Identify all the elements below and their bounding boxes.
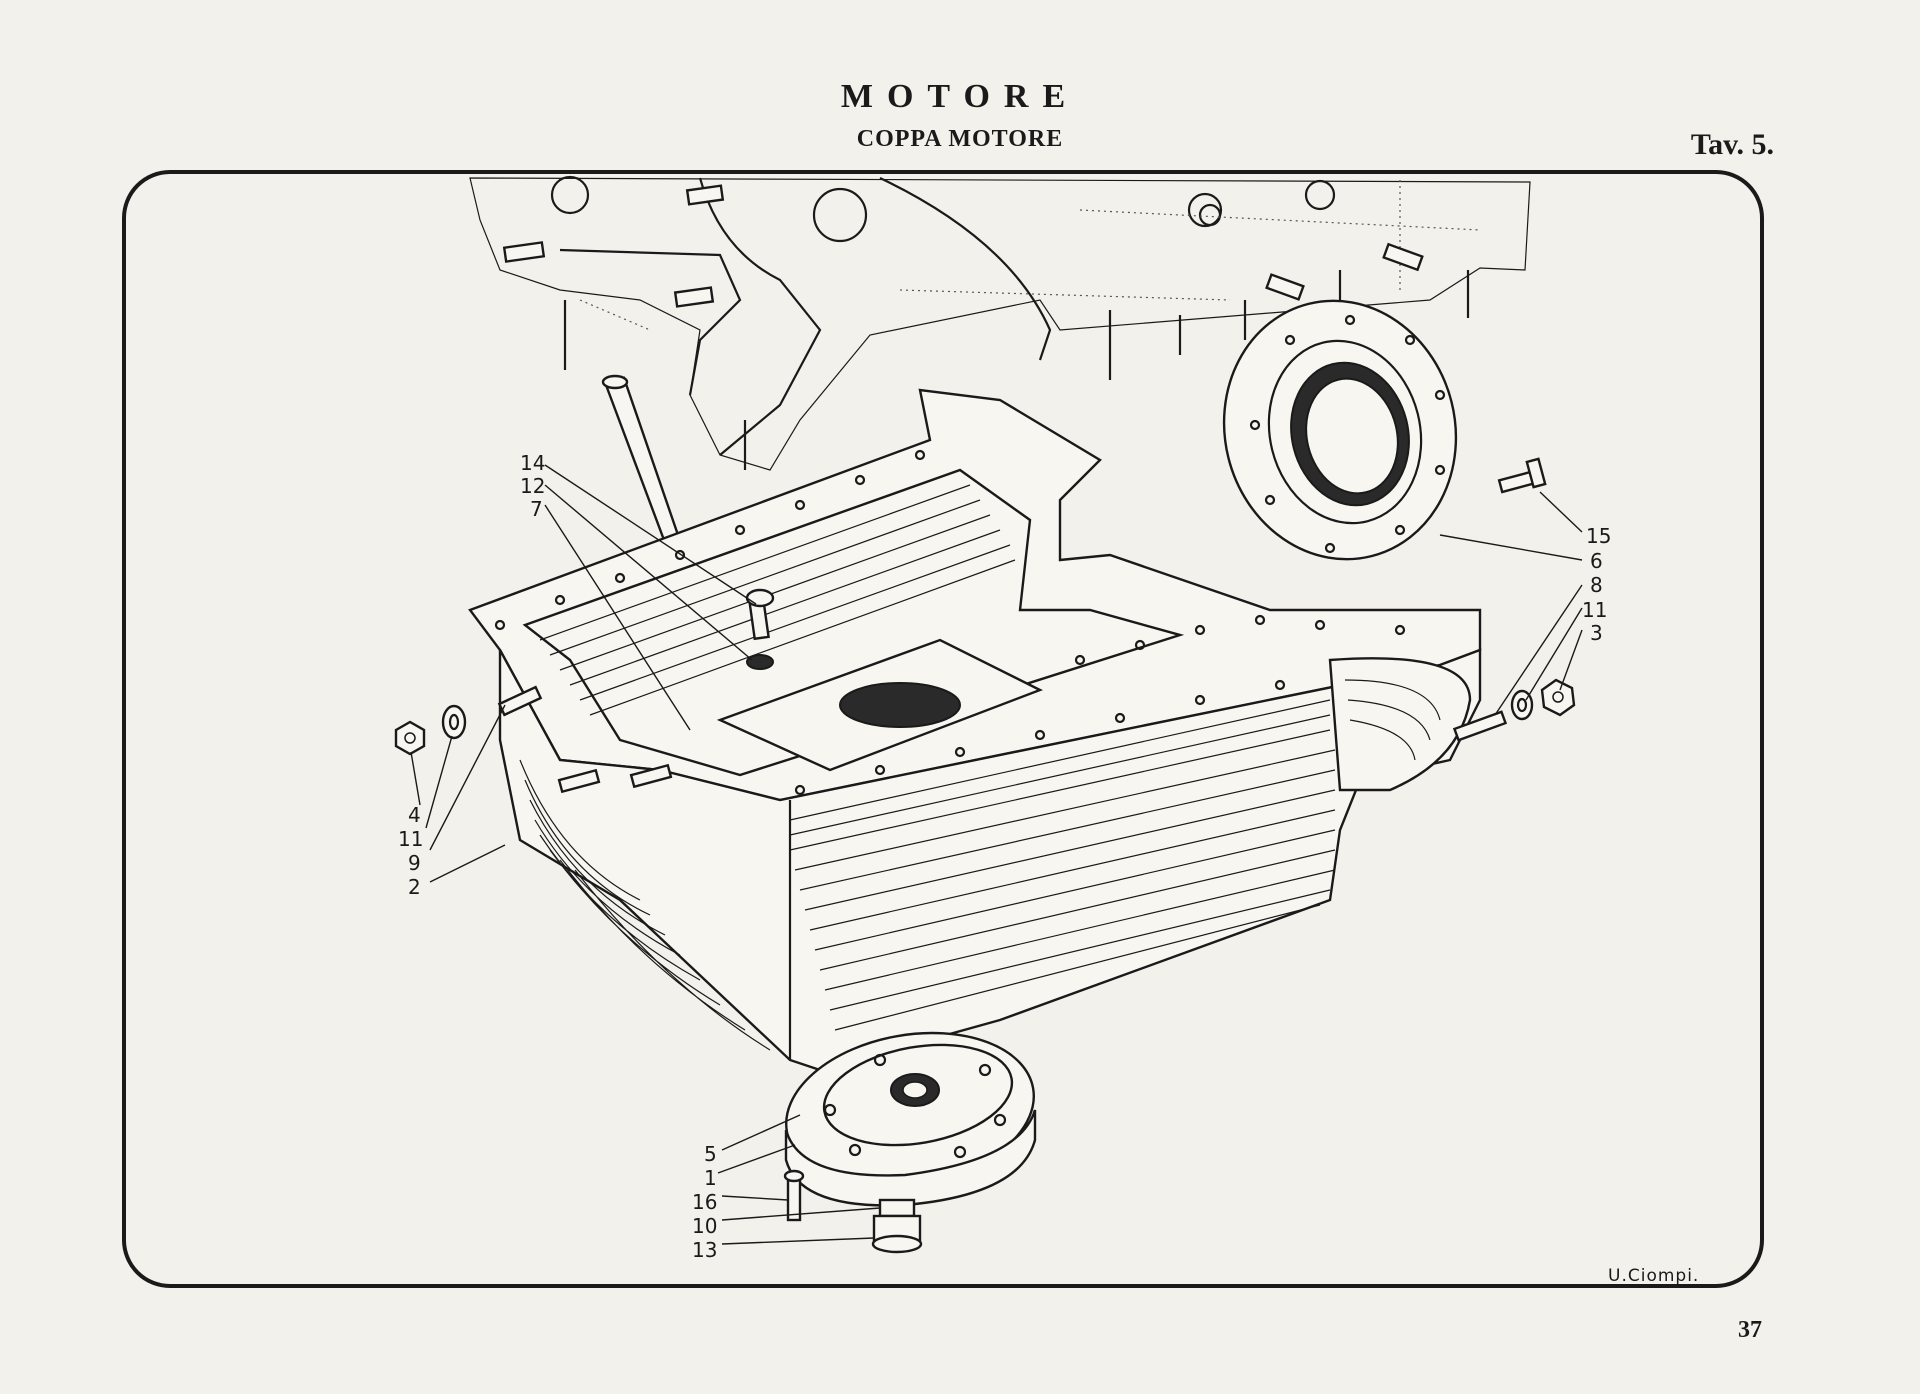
small-parts [394,457,1576,794]
plate-number: Tav. 5. [1690,128,1774,161]
callout-10: 10 [692,1214,717,1238]
callout-7: 7 [530,497,543,521]
bottom-cover [783,1031,1037,1254]
dipstick-tube [601,374,680,542]
callout-5: 5 [704,1142,717,1166]
callout-14: 14 [520,451,545,475]
illustrator-signature: U.Ciompi. [1608,1266,1700,1286]
page-number: 37 [1738,1317,1762,1343]
leader-lines [410,464,1583,1245]
section-subtitle: COPPA MOTORE [856,126,1064,152]
callout-12: 12 [520,474,545,498]
callout-8: 8 [1590,573,1603,597]
rear-seal-flange [1222,299,1458,561]
callout-15: 15 [1586,524,1611,548]
callout-labels: 14 12 7 15 6 8 11 3 4 11 9 2 5 1 16 10 1… [398,451,1611,1262]
engine-block [469,175,1531,471]
callout-6: 6 [1590,549,1603,573]
callout-1: 1 [704,1166,717,1190]
callout-9: 9 [408,851,421,875]
callout-11-left: 11 [398,827,423,851]
callout-2: 2 [408,875,421,899]
callout-13: 13 [692,1238,717,1262]
section-title: MOTORE [840,78,1080,115]
callout-4: 4 [408,803,421,827]
callout-3: 3 [1590,621,1603,645]
callout-11-right: 11 [1582,598,1607,622]
drawing-frame [122,170,1764,1288]
oil-pan [468,388,1482,1072]
callout-16: 16 [692,1190,717,1214]
